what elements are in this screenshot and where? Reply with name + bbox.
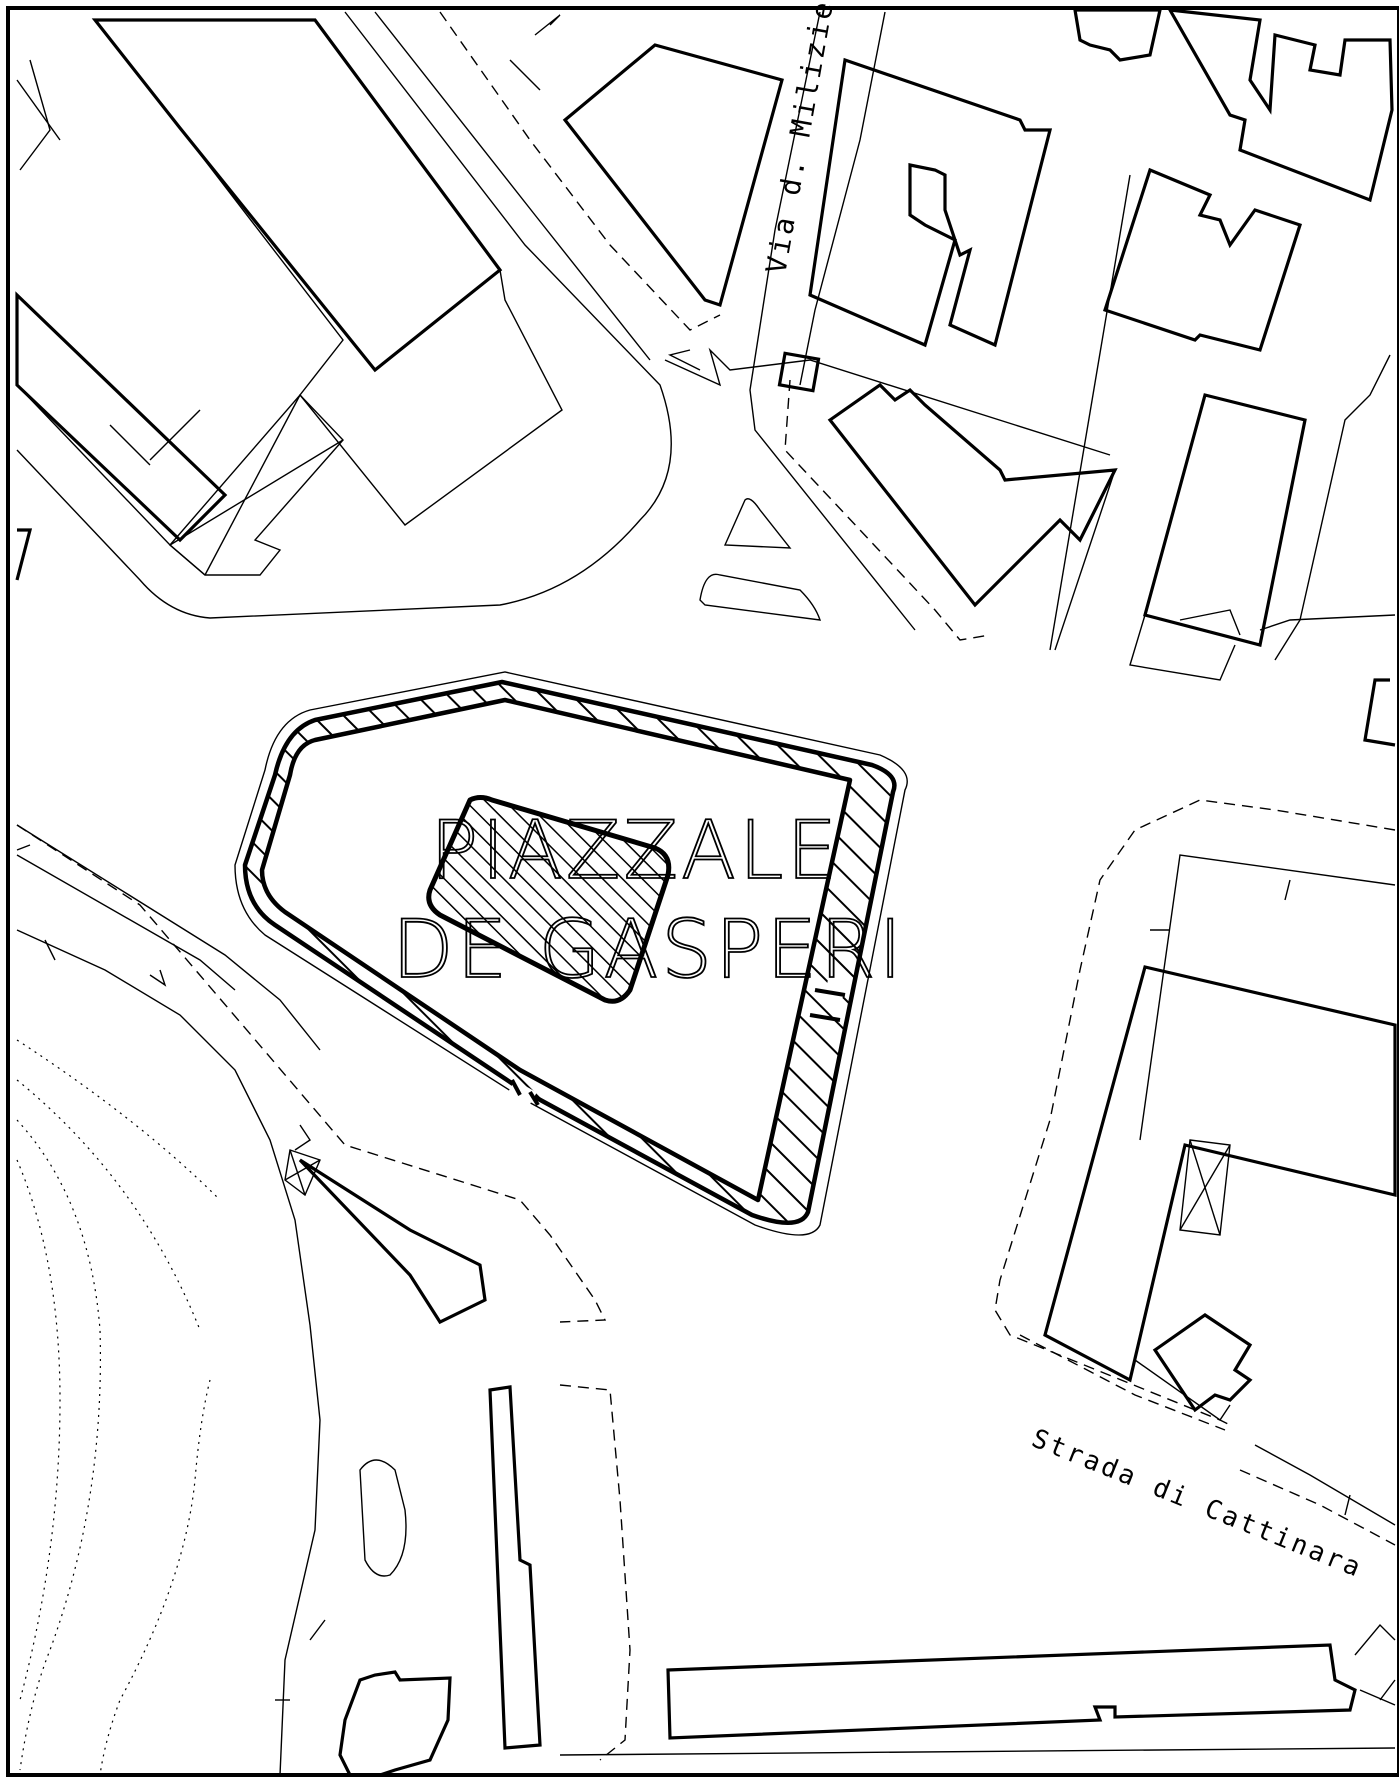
street-label-strada-cattinara: Strada di Cattinara — [1027, 1424, 1367, 1585]
ne-buildings — [808, 8, 1396, 747]
piazzale-area — [234, 671, 908, 1236]
south-area — [275, 1324, 1396, 1777]
road-edges-north — [16, 11, 784, 619]
sw-roads — [16, 824, 607, 1326]
square-label-line2: DE GASPERI — [392, 903, 905, 996]
via-milizie-corridor — [664, 11, 1111, 641]
dotted-arcs — [16, 1039, 221, 1776]
islands-north — [699, 498, 822, 621]
street-label-via-milizie: Via d. Milizie — [759, 0, 840, 276]
se-buildings — [994, 799, 1397, 1546]
map-frame — [6, 6, 1399, 1777]
square-label-line1: PIAZZALE — [430, 804, 840, 897]
nw-buildings — [15, 18, 563, 581]
